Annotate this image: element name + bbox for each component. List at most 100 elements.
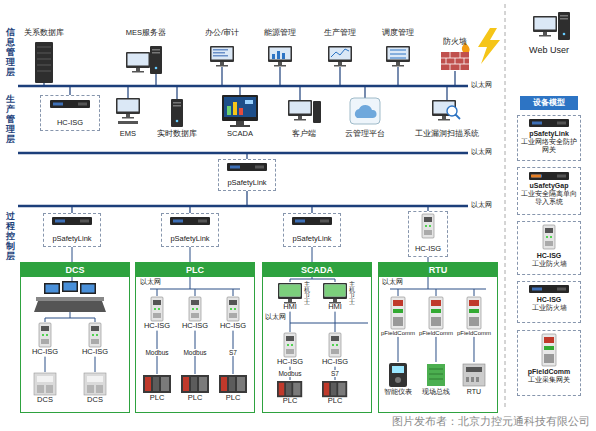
field-wire bbox=[195, 289, 196, 296]
network-link bbox=[290, 312, 291, 332]
layer-title: 信息管理层 bbox=[6, 28, 15, 77]
bus-drop bbox=[364, 86, 365, 98]
ethernet-bus bbox=[18, 86, 468, 206]
node-description: 工业网络安全防护网关 bbox=[520, 138, 578, 153]
node-label: HC-ISG bbox=[275, 358, 305, 367]
node-label: pFieldComm bbox=[455, 330, 493, 337]
bus-label: 以太网 bbox=[471, 201, 492, 209]
dcs-cabinet: DCS bbox=[82, 372, 108, 405]
ethernet-bus bbox=[18, 152, 468, 155]
firewall-device: HC-ISG bbox=[320, 332, 350, 367]
panel-devices bbox=[34, 373, 56, 395]
database-tower: 实时数据库 bbox=[155, 96, 199, 139]
firewall-device: HC-ISG bbox=[275, 332, 305, 367]
node-label: PLC bbox=[179, 394, 211, 403]
energy-terminal: 能源管理 bbox=[262, 29, 298, 67]
firewall-wall bbox=[455, 58, 456, 64]
field-wire bbox=[428, 276, 429, 289]
terminal-icons bbox=[390, 50, 406, 51]
bus-drop bbox=[71, 206, 72, 213]
firewall-device: HC-ISG bbox=[180, 296, 210, 331]
smart-meter: 智能仪表 bbox=[382, 362, 414, 396]
node-description: 工业防火墙 bbox=[520, 304, 578, 311]
node-label: HC-ISG bbox=[180, 322, 210, 331]
bus-drop bbox=[239, 86, 240, 95]
firewall-box: HC-ISG bbox=[408, 211, 448, 257]
node-label: PLC bbox=[320, 397, 350, 406]
bus-label: 以太网 bbox=[140, 278, 161, 286]
terminal-icons bbox=[390, 50, 406, 58]
gateway-box: pSafetyLink bbox=[283, 213, 341, 247]
firewall-device: HC-ISG bbox=[30, 322, 60, 357]
production-icons bbox=[171, 99, 183, 127]
terminal-icons bbox=[213, 49, 228, 51]
layer-title: 过程控制层 bbox=[6, 212, 15, 261]
firewall-wall bbox=[441, 42, 470, 70]
bus-label: 以太网 bbox=[471, 81, 492, 89]
protocol-label: S7 bbox=[330, 370, 340, 377]
terminal-icons bbox=[272, 54, 275, 59]
dcs-console bbox=[62, 281, 78, 292]
panel-devices bbox=[277, 381, 302, 397]
panel-devices bbox=[466, 367, 482, 372]
firewall-wall bbox=[441, 52, 469, 70]
firewall-icon: 防火墙 bbox=[439, 38, 471, 71]
production-icons bbox=[222, 95, 258, 121]
network-link bbox=[45, 357, 46, 372]
watermark: 图片发布者：北京力控元通科技有限公司 bbox=[392, 415, 590, 428]
ethernet-bus bbox=[18, 85, 468, 88]
node-label: SCADA bbox=[263, 263, 371, 277]
plc-module: PLC bbox=[217, 374, 249, 403]
dcs-console bbox=[44, 283, 60, 294]
node-label: 工业漏洞扫描系统 bbox=[413, 130, 481, 139]
terminal-icons bbox=[328, 46, 352, 67]
rtu-module: RTU bbox=[461, 362, 487, 396]
host-guard-label: 主机卫士 bbox=[349, 281, 355, 305]
protocol-label: Modbus bbox=[182, 349, 207, 356]
production-icons bbox=[288, 100, 312, 121]
panel-devices bbox=[34, 283, 485, 397]
node-label: 实时数据库 bbox=[155, 130, 199, 139]
network-link bbox=[398, 337, 399, 362]
production-icons bbox=[245, 100, 253, 104]
scada-screen: SCADA bbox=[220, 96, 260, 139]
node-description: 工业防火墙 bbox=[520, 260, 578, 267]
gateway-icons bbox=[227, 163, 267, 171]
network-link bbox=[435, 337, 436, 362]
panel-devices bbox=[151, 297, 163, 321]
model-card: uSafetyGap工业安全隔离单向导入系统 bbox=[517, 167, 581, 215]
bus-label: 以太网 bbox=[265, 313, 286, 321]
field-wire bbox=[474, 289, 475, 296]
node-label: uSafetyGap bbox=[520, 182, 578, 190]
node-label: 智能仪表 bbox=[382, 388, 414, 396]
node-label: 能源管理 bbox=[262, 29, 298, 38]
hmi-monitor: HMI bbox=[276, 282, 304, 312]
model-icons bbox=[531, 175, 541, 178]
model-icons bbox=[529, 285, 569, 293]
section-bar: 设备模型 bbox=[520, 96, 578, 110]
bus-drop bbox=[221, 67, 222, 86]
firewall-device: HC-ISG bbox=[142, 296, 172, 331]
field-wire bbox=[398, 289, 399, 296]
bus-drop bbox=[454, 71, 455, 86]
lightning-bolt bbox=[478, 28, 500, 64]
database-server: 关系数据库 bbox=[22, 29, 66, 83]
gateway-box: pSafetyLink bbox=[43, 213, 101, 247]
panel-devices bbox=[189, 297, 201, 321]
field-wire bbox=[70, 312, 71, 318]
firewall-wall bbox=[460, 52, 461, 58]
node-label: 客户端 bbox=[285, 130, 323, 139]
panel-devices bbox=[429, 369, 443, 370]
panel-devices bbox=[427, 364, 445, 386]
dcs-console bbox=[36, 297, 104, 301]
panel-devices bbox=[227, 297, 239, 321]
panel-devices bbox=[39, 323, 51, 347]
bus-drop bbox=[397, 67, 398, 86]
field-wire bbox=[157, 289, 158, 296]
dcs-console bbox=[64, 283, 77, 291]
node-label: pSafetyLink bbox=[227, 179, 266, 188]
bus-drop bbox=[189, 206, 190, 213]
node-label: HMI bbox=[276, 303, 304, 312]
database-rack bbox=[37, 65, 51, 66]
